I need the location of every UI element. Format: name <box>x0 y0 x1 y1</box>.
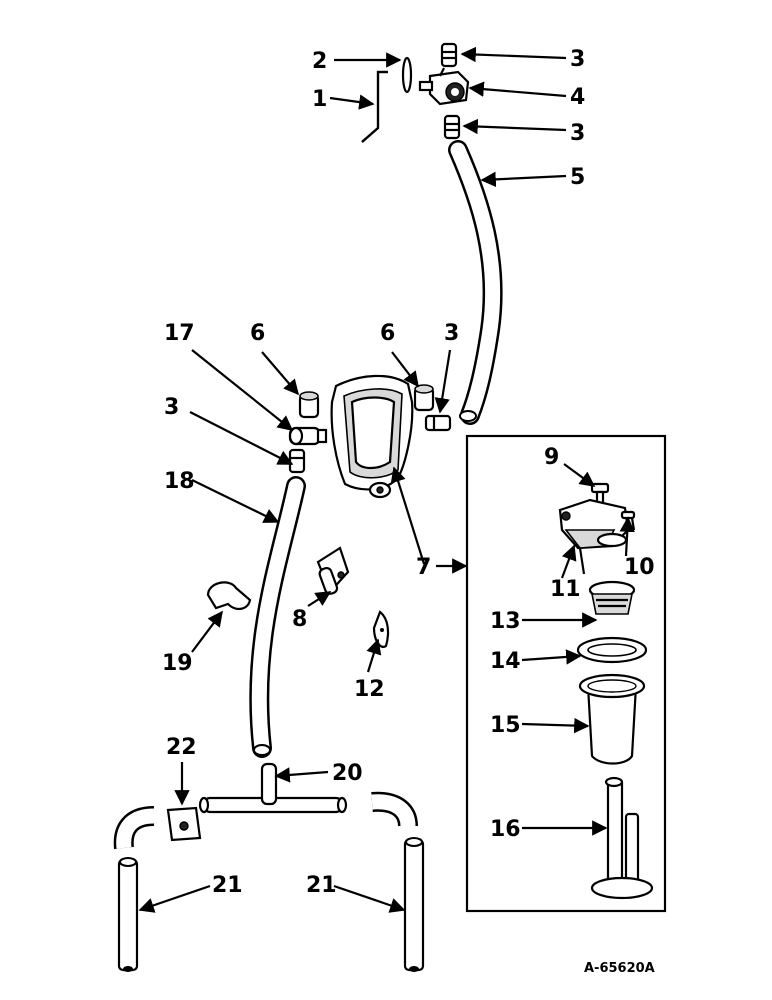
callout-3: 3 <box>444 321 459 346</box>
figure-code: A-65620A <box>584 961 655 976</box>
part-12-gasket <box>372 610 390 648</box>
callout-1: 1 <box>312 87 327 112</box>
part-11-filter-head <box>558 498 630 575</box>
part-21-pipe-left <box>117 857 139 972</box>
filter-detail-box <box>465 434 667 913</box>
part-3-fitting-filter <box>424 414 452 432</box>
callout-6: 6 <box>250 321 265 346</box>
part-8-clamp <box>316 546 350 595</box>
callout-13: 13 <box>490 609 521 634</box>
part-3-fitting-left <box>288 448 306 474</box>
callout-20: 20 <box>332 761 363 786</box>
part-18-hose <box>249 476 306 758</box>
callout-4: 4 <box>570 85 585 110</box>
callout-21: 21 <box>306 873 337 898</box>
part-15-bowl <box>578 673 646 765</box>
callout-10: 10 <box>624 555 655 580</box>
callout-18: 18 <box>164 469 195 494</box>
part-21-pipe-right <box>403 837 425 972</box>
part-13-element <box>588 580 636 615</box>
callout-22: 22 <box>166 735 197 760</box>
callout-14: 14 <box>490 649 521 674</box>
callout-16: 16 <box>490 817 521 842</box>
part-22-clamp <box>166 806 202 842</box>
part-2-washer <box>401 56 413 94</box>
callout-21: 21 <box>212 873 243 898</box>
callout-3: 3 <box>570 121 585 146</box>
part-6-bushing-right <box>413 384 435 412</box>
part-16-standpipe <box>590 776 654 900</box>
part-5-hose <box>448 140 503 425</box>
part-6-bushing-left <box>298 391 320 419</box>
part-4-valve <box>418 67 470 106</box>
elbow-left <box>113 806 155 850</box>
callout-3: 3 <box>570 47 585 72</box>
callout-6: 6 <box>380 321 395 346</box>
callout-17: 17 <box>164 321 195 346</box>
part-14-ring <box>576 636 648 664</box>
callout-11: 11 <box>550 577 581 602</box>
callout-19: 19 <box>162 651 193 676</box>
part-20-tee <box>198 762 348 814</box>
callout-3: 3 <box>164 395 179 420</box>
part-7-filter-housing <box>330 374 414 499</box>
callout-labels: 1 2 3 4 3 5 17 6 6 3 3 18 9 10 11 7 8 19… <box>162 47 655 976</box>
part-3-fitting-middle <box>443 114 461 140</box>
callout-9: 9 <box>544 445 559 470</box>
callout-7: 7 <box>416 555 431 580</box>
elbow-right <box>371 791 418 827</box>
part-19-clip <box>206 581 252 610</box>
part-1-rod <box>361 70 388 143</box>
callout-12: 12 <box>354 677 385 702</box>
part-3-fitting-top <box>440 42 458 68</box>
part-17-elbow <box>288 426 328 446</box>
callout-2: 2 <box>312 49 327 74</box>
callout-8: 8 <box>292 607 307 632</box>
callout-5: 5 <box>570 165 585 190</box>
callout-15: 15 <box>490 713 521 738</box>
leader-lines <box>138 46 635 913</box>
